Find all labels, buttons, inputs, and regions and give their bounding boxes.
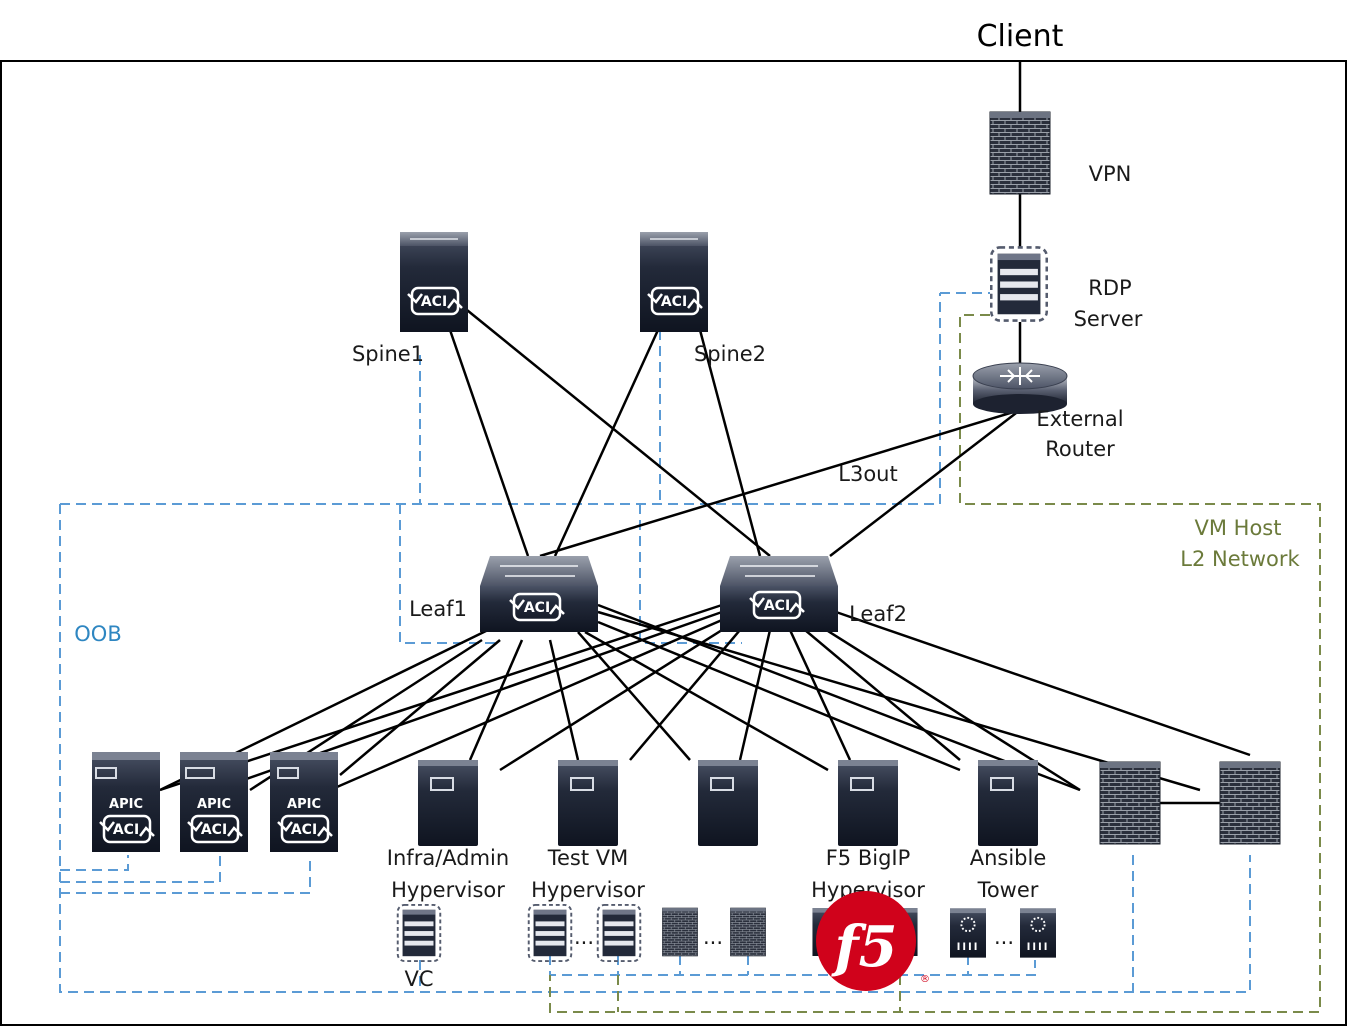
apic3-controller-icon: APIC ACI — [270, 752, 338, 852]
ansible-vm2-icon — [1019, 907, 1057, 959]
l3out-label: L3out — [838, 462, 897, 486]
leaf2-label: Leaf2 — [849, 602, 907, 626]
spine2-label: Spine2 — [694, 342, 766, 366]
apic2-controller-icon: APIC ACI — [180, 752, 248, 852]
vpn-label: VPN — [1089, 162, 1132, 186]
ansible-tower-server-icon — [977, 759, 1039, 847]
svg-text:APIC: APIC — [197, 797, 231, 812]
vm-firewall2-icon — [730, 907, 766, 957]
vm-host-label-line1: VM Host — [1195, 516, 1282, 540]
test-vm-ellipsis: ... — [574, 925, 594, 949]
client-label: Client — [977, 19, 1064, 54]
test-vm1-icon — [527, 903, 573, 963]
spine1-switch-icon: ACI — [400, 232, 468, 332]
svg-text:ACI: ACI — [764, 598, 790, 614]
physical-links — [159, 60, 1251, 805]
f5-logo-icon: f5 ® — [816, 891, 930, 991]
svg-text:ACI: ACI — [201, 822, 227, 838]
test-vm-hypervisor-server-icon — [557, 759, 619, 847]
rdp-label-line1: RDP — [1088, 276, 1131, 300]
svg-text:f5: f5 — [830, 914, 897, 980]
f5-bigip-hypervisor-server-icon — [837, 759, 899, 847]
apic1-controller-icon: APIC ACI — [92, 752, 160, 852]
ansible-vm1-icon — [949, 907, 987, 959]
svg-text:ACI: ACI — [524, 600, 550, 616]
ansible-label-line2: Tower — [977, 878, 1039, 902]
spine2-switch-icon: ACI — [640, 232, 708, 332]
infra-admin-hypervisor-server-icon — [417, 759, 479, 847]
infra-admin-label-line1: Infra/Admin — [387, 846, 509, 870]
diagram-border — [0, 60, 1347, 1026]
firewall-right1-icon — [1099, 761, 1161, 845]
test-vm-label-line2: Hypervisor — [531, 878, 645, 902]
leaf1-label: Leaf1 — [409, 597, 467, 621]
oob-label: OOB — [74, 622, 121, 646]
external-router-label-line1: External — [1036, 407, 1123, 431]
vm-host-l2-lines — [549, 314, 1321, 1013]
vpn-firewall-icon — [989, 111, 1051, 195]
extra-server-icon — [697, 759, 759, 847]
external-router-icon — [972, 362, 1068, 414]
ansible-label-line1: Ansible — [970, 846, 1047, 870]
svg-text:ACI: ACI — [113, 822, 139, 838]
ansible-vm-ellipsis: ... — [994, 925, 1014, 949]
f5-bigip-label-line1: F5 BigIP — [826, 846, 911, 870]
svg-text:APIC: APIC — [287, 797, 321, 812]
vc-vm-icon — [396, 903, 442, 963]
infra-admin-label-line2: Hypervisor — [391, 878, 505, 902]
svg-text:APIC: APIC — [109, 797, 143, 812]
vm-host-label-line2: L2 Network — [1180, 547, 1300, 571]
svg-text:ACI: ACI — [421, 294, 447, 310]
vc-label: VC — [404, 967, 433, 991]
firewall-right2-icon — [1219, 761, 1281, 845]
svg-text:®: ® — [920, 974, 930, 985]
leaf1-switch-icon: ACI — [480, 556, 598, 632]
test-vm2-icon — [596, 903, 642, 963]
vm-firewall1-icon — [662, 907, 698, 957]
oob-network-lines — [59, 292, 1251, 993]
spine1-label: Spine1 — [352, 342, 424, 366]
leaf2-switch-icon: ACI — [720, 556, 838, 632]
svg-text:ACI: ACI — [661, 294, 687, 310]
svg-text:ACI: ACI — [291, 822, 317, 838]
test-vm-label-line1: Test VM — [547, 846, 629, 870]
rdp-label-line2: Server — [1074, 307, 1143, 331]
vm-firewall-ellipsis: ... — [703, 925, 723, 949]
rdp-server-icon — [989, 246, 1049, 322]
external-router-label-line2: Router — [1045, 437, 1115, 461]
